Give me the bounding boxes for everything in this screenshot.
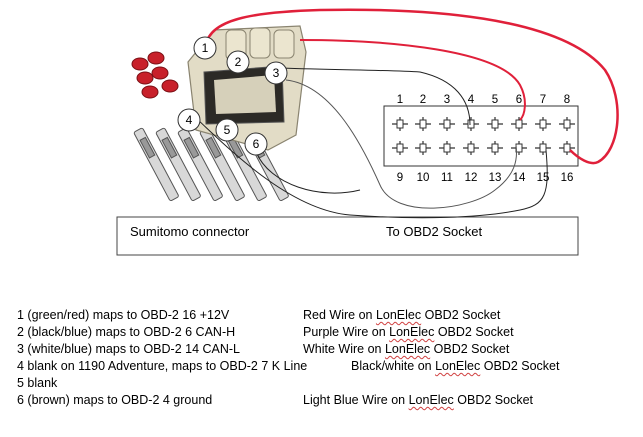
pin-number: 8 — [564, 94, 570, 106]
callout-5 — [215, 118, 239, 142]
callout-label: 2 — [235, 55, 242, 69]
rubber-seal — [136, 71, 154, 85]
callout-6 — [244, 132, 268, 156]
legend-socket-wire-3: White Wire on LonElec OBD2 Socket — [303, 342, 509, 357]
obd2-socket — [383, 105, 579, 167]
callout-3 — [264, 61, 288, 85]
caption-sumitomo: Sumitomo connector — [130, 224, 250, 239]
brand-name: LonElec — [389, 325, 435, 339]
pin-number: 9 — [397, 172, 403, 184]
legend-socket-wire-2: Purple Wire on LonElec OBD2 Socket — [303, 325, 514, 340]
wire-to-socket — [255, 151, 361, 194]
callout-labels: 1 2 3 4 5 6 — [186, 41, 280, 151]
terminal-pin — [133, 127, 179, 202]
socket-pin — [415, 117, 431, 131]
rubber-seal — [131, 57, 149, 71]
pin-number: 7 — [540, 94, 546, 106]
socket-pin — [392, 117, 408, 131]
pin-number: 16 — [561, 172, 574, 184]
brand-name: LonElec — [375, 308, 422, 322]
wire-can-l — [285, 79, 517, 209]
wire-color-text: Red Wire on — [303, 308, 376, 322]
pin-number: 1 — [397, 94, 403, 106]
socket-text: OBD2 Socket — [421, 308, 501, 322]
legend-line-1: 1 (green/red) maps to OBD-2 16 +12V — [17, 308, 230, 322]
socket-pin — [559, 117, 575, 131]
brand-name: LonElec — [408, 393, 454, 407]
pin-number: 13 — [489, 172, 502, 184]
socket-pin — [487, 117, 503, 131]
red-wire-link — [299, 39, 526, 121]
brand-name: LonElec — [384, 342, 431, 356]
pin-number: 11 — [441, 172, 453, 184]
rubber-seal — [161, 79, 179, 93]
black-wire-ground — [281, 67, 471, 126]
pin-number: 15 — [537, 172, 550, 184]
callout-label: 5 — [224, 123, 231, 137]
terminal-pin — [155, 127, 201, 202]
terminal-pins — [133, 127, 289, 202]
caption-box — [116, 216, 579, 256]
callout-4 — [177, 108, 201, 132]
wire-color-text: Black/white on — [351, 359, 436, 373]
pin-number: 12 — [465, 172, 478, 184]
socket-pin — [487, 141, 503, 155]
socket-text: OBD2 Socket — [430, 342, 510, 356]
callout-label: 4 — [186, 113, 193, 127]
socket-pin — [511, 141, 527, 155]
rubber-seals — [131, 51, 179, 99]
rubber-seal — [151, 66, 169, 80]
socket-pin — [415, 141, 431, 155]
pin-number: 14 — [513, 172, 526, 184]
socket-text: OBD2 Socket — [480, 359, 560, 373]
callout-label: 1 — [202, 41, 209, 55]
terminal-pin — [177, 127, 223, 202]
socket-pin — [559, 141, 575, 155]
callout-label: 6 — [253, 137, 260, 151]
callouts — [177, 36, 288, 156]
socket-pin-numbers-bottom: 9 10 11 12 13 14 15 16 — [397, 172, 574, 184]
legend-line-2: 2 (black/blue) maps to OBD-2 6 CAN-H — [17, 325, 236, 339]
callout-1 — [193, 36, 217, 60]
legend-line-5: 5 blank — [17, 376, 58, 390]
legend-socket-wire-1: Red Wire on LonElec OBD2 Socket — [303, 308, 500, 323]
socket-pin — [392, 141, 408, 155]
wire-color-text: Light Blue Wire on — [303, 393, 409, 407]
red-wire — [204, 8, 619, 165]
socket-pin — [535, 141, 551, 155]
pin-number: 2 — [420, 94, 426, 106]
socket-text: OBD2 Socket — [434, 325, 514, 339]
brand-name: LonElec — [435, 359, 481, 373]
callout-2 — [226, 50, 250, 74]
socket-pin — [535, 117, 551, 131]
socket-pin — [511, 117, 527, 131]
socket-pin-glyphs — [392, 117, 575, 155]
legend-line-6: 6 (brown) maps to OBD-2 4 ground — [17, 393, 213, 407]
wire-color-text: White Wire on — [303, 342, 385, 356]
legend-line-3: 3 (white/blue) maps to OBD-2 14 CAN-L — [17, 342, 241, 356]
pin-number: 3 — [444, 94, 450, 106]
socket-pin-numbers-top: 1 2 3 4 5 6 7 8 — [397, 94, 570, 106]
legend-socket-wire-6: Light Blue Wire on LonElec OBD2 Socket — [303, 393, 533, 408]
pin-number: 6 — [516, 94, 522, 106]
socket-text: OBD2 Socket — [453, 393, 533, 407]
rubber-seal — [147, 51, 165, 65]
callout-label: 3 — [273, 66, 280, 80]
socket-pin — [463, 117, 479, 131]
wire-color-text: Purple Wire on — [303, 325, 390, 339]
pin-number: 5 — [492, 94, 498, 106]
socket-pin — [463, 141, 479, 155]
terminal-pin — [199, 127, 245, 202]
caption-obd2: To OBD2 Socket — [386, 224, 482, 239]
rubber-seal — [141, 85, 159, 99]
wire-k-line — [195, 117, 548, 219]
legend-socket-wire-4: Black/white on LonElec OBD2 Socket — [351, 359, 559, 374]
legend-line-4: 4 blank on 1190 Adventure, maps to OBD-2… — [17, 359, 308, 373]
socket-pin — [439, 117, 455, 131]
socket-pin — [439, 141, 455, 155]
sumitomo-connector-body — [187, 25, 307, 151]
pin-number: 4 — [468, 94, 475, 106]
pin-number: 10 — [417, 172, 430, 184]
